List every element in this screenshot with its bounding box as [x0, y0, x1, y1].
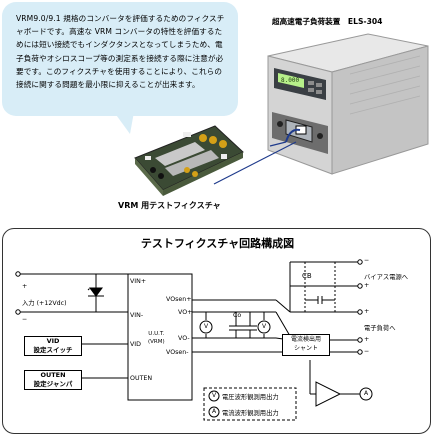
connection-leader — [213, 141, 297, 185]
pin-vo-plus: VO+ — [178, 309, 193, 316]
bias-plus: + — [364, 282, 370, 289]
description-text: VRM9.0/9.1 規格のコンバータを評価するためのフィクスチャボードです。高… — [16, 14, 225, 90]
legend-a-symbol: A — [211, 408, 217, 415]
outen-setting-jumper: OUTEN 設定ジャンパ — [24, 370, 82, 390]
load-minus: − — [364, 348, 370, 355]
current-shunt-box: 電流検出用 シャント — [282, 334, 330, 356]
load-plus: + — [364, 336, 370, 343]
co-label: Co — [233, 312, 242, 319]
test-fixture-board-photo — [134, 125, 244, 196]
legend-v-icon — [208, 390, 220, 402]
device-display-value: 8.000 — [281, 77, 299, 84]
bias-minus: − — [364, 257, 370, 264]
legend-v-symbol: V — [211, 392, 217, 399]
load-plus-top: + — [364, 308, 370, 315]
probe-v-2-symbol: V — [261, 323, 267, 330]
pin-vid: VID — [130, 341, 142, 348]
pin-vsen-plus: VOsen+ — [166, 296, 192, 303]
pin-vsen-minus: VOsen- — [166, 349, 189, 356]
uut-label: U.U.T. (VRM) — [148, 331, 165, 345]
legend-a-icon — [208, 406, 220, 418]
vid-setting-switch: VID 設定スイッチ — [24, 336, 82, 356]
input-plus-sign: + — [22, 283, 28, 290]
description-callout: VRM9.0/9.1 規格のコンバータを評価するためのフィクスチャボードです。高… — [2, 2, 238, 116]
board-caption: VRM 用テストフィクスチャ — [118, 201, 221, 210]
cb-label: CB — [302, 272, 312, 280]
schematic-frame — [2, 228, 431, 434]
legend-a-text: 電流波形観測用出力 — [222, 410, 279, 417]
schematic-title: テストフィクスチャ回路構成図 — [140, 237, 295, 250]
bias-supply-label: バイアス電源へ — [364, 274, 409, 281]
voltage-probe-icon — [199, 320, 271, 334]
pin-outen: OUTEN — [130, 375, 153, 382]
pin-vin-plus: VIN+ — [130, 278, 147, 285]
probe-v-1-symbol: V — [203, 323, 209, 330]
electronic-load-device-photo: 8.000 — [267, 33, 429, 175]
connection-line — [269, 141, 287, 147]
current-probe-icon — [359, 387, 373, 401]
device-caption: 超高速電子負荷装置 ELS-304 — [272, 17, 383, 26]
load-label: 電子負荷へ — [364, 325, 396, 332]
uut-box — [127, 273, 193, 401]
input-label: 入力 (+12Vdc) — [22, 300, 67, 307]
input-minus-sign: − — [22, 316, 28, 323]
pin-vin-minus: VIN- — [130, 312, 144, 319]
probe-a-symbol: A — [363, 390, 369, 397]
pin-vo-minus: VO- — [178, 335, 190, 342]
legend-v-text: 電圧波形観測用出力 — [222, 394, 279, 401]
